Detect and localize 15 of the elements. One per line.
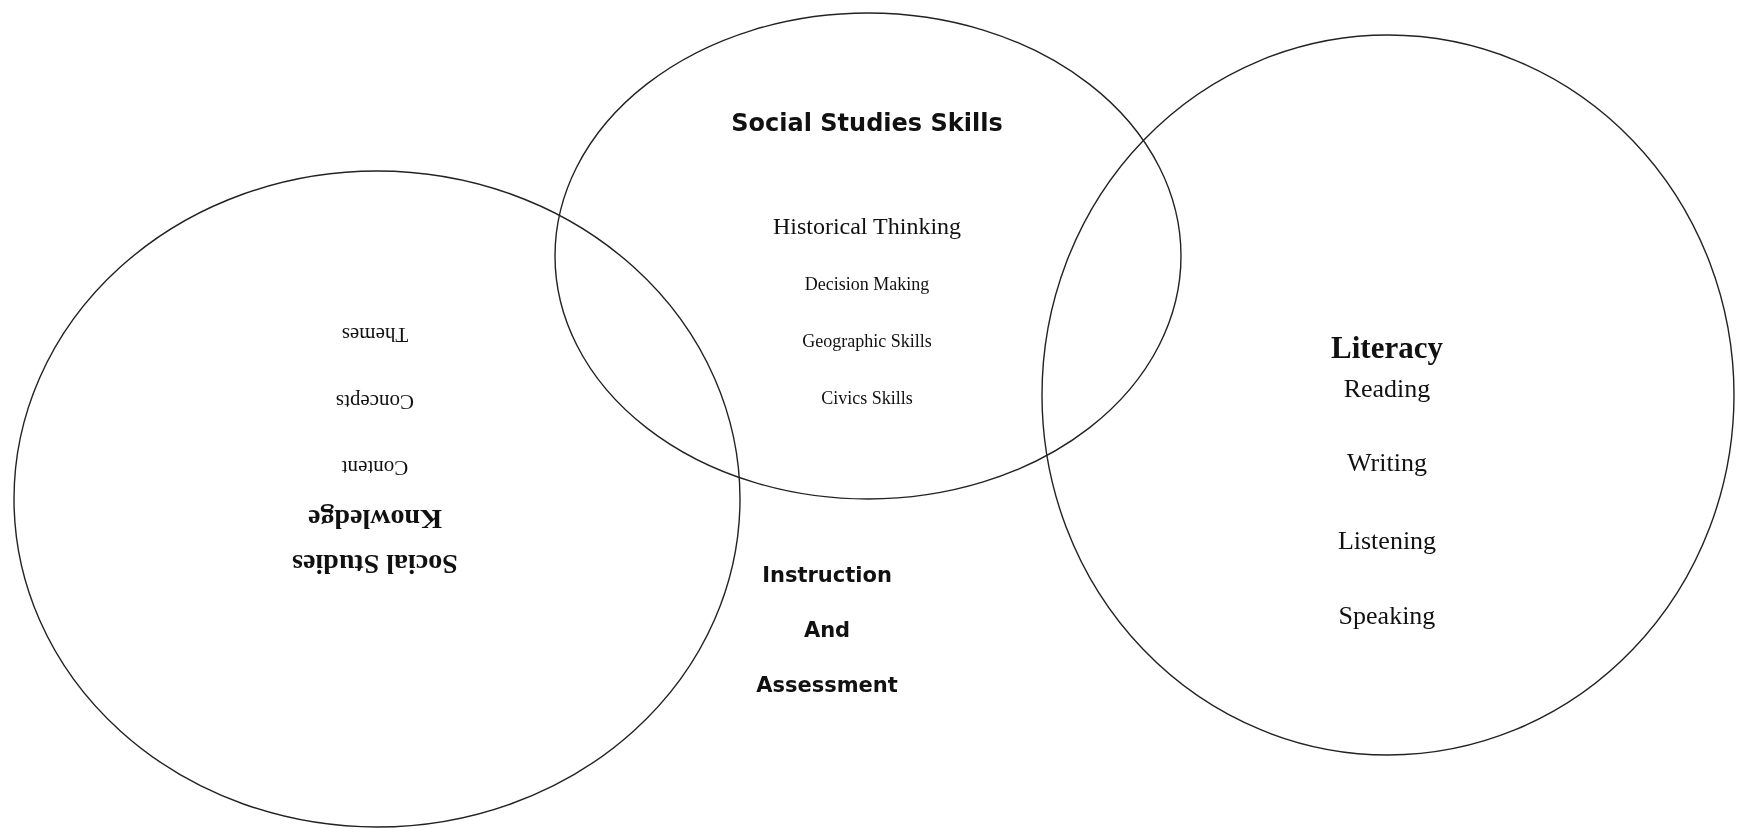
circle-heading: Social Studies Skills bbox=[730, 107, 1004, 139]
circle-item: Speaking bbox=[1337, 600, 1437, 633]
circle-item: Historical Thinking bbox=[771, 211, 963, 241]
circle-item: Writing bbox=[1346, 447, 1428, 480]
center-label: Instruction And Assessment bbox=[755, 562, 899, 699]
circle-item: Geographic Skills bbox=[801, 329, 933, 353]
circle-heading: Social Studies Knowledge bbox=[291, 503, 459, 582]
circle-item: Themes bbox=[340, 321, 410, 349]
circle-heading: Literacy bbox=[1330, 329, 1444, 368]
circle-item: Reading bbox=[1342, 373, 1432, 406]
circle-item: Decision Making bbox=[803, 272, 931, 296]
circle-item: Civics Skills bbox=[820, 386, 914, 410]
circle-item: Concepts bbox=[334, 388, 416, 416]
circle-item: Listening bbox=[1336, 525, 1438, 558]
circle-item: Content bbox=[340, 454, 410, 482]
